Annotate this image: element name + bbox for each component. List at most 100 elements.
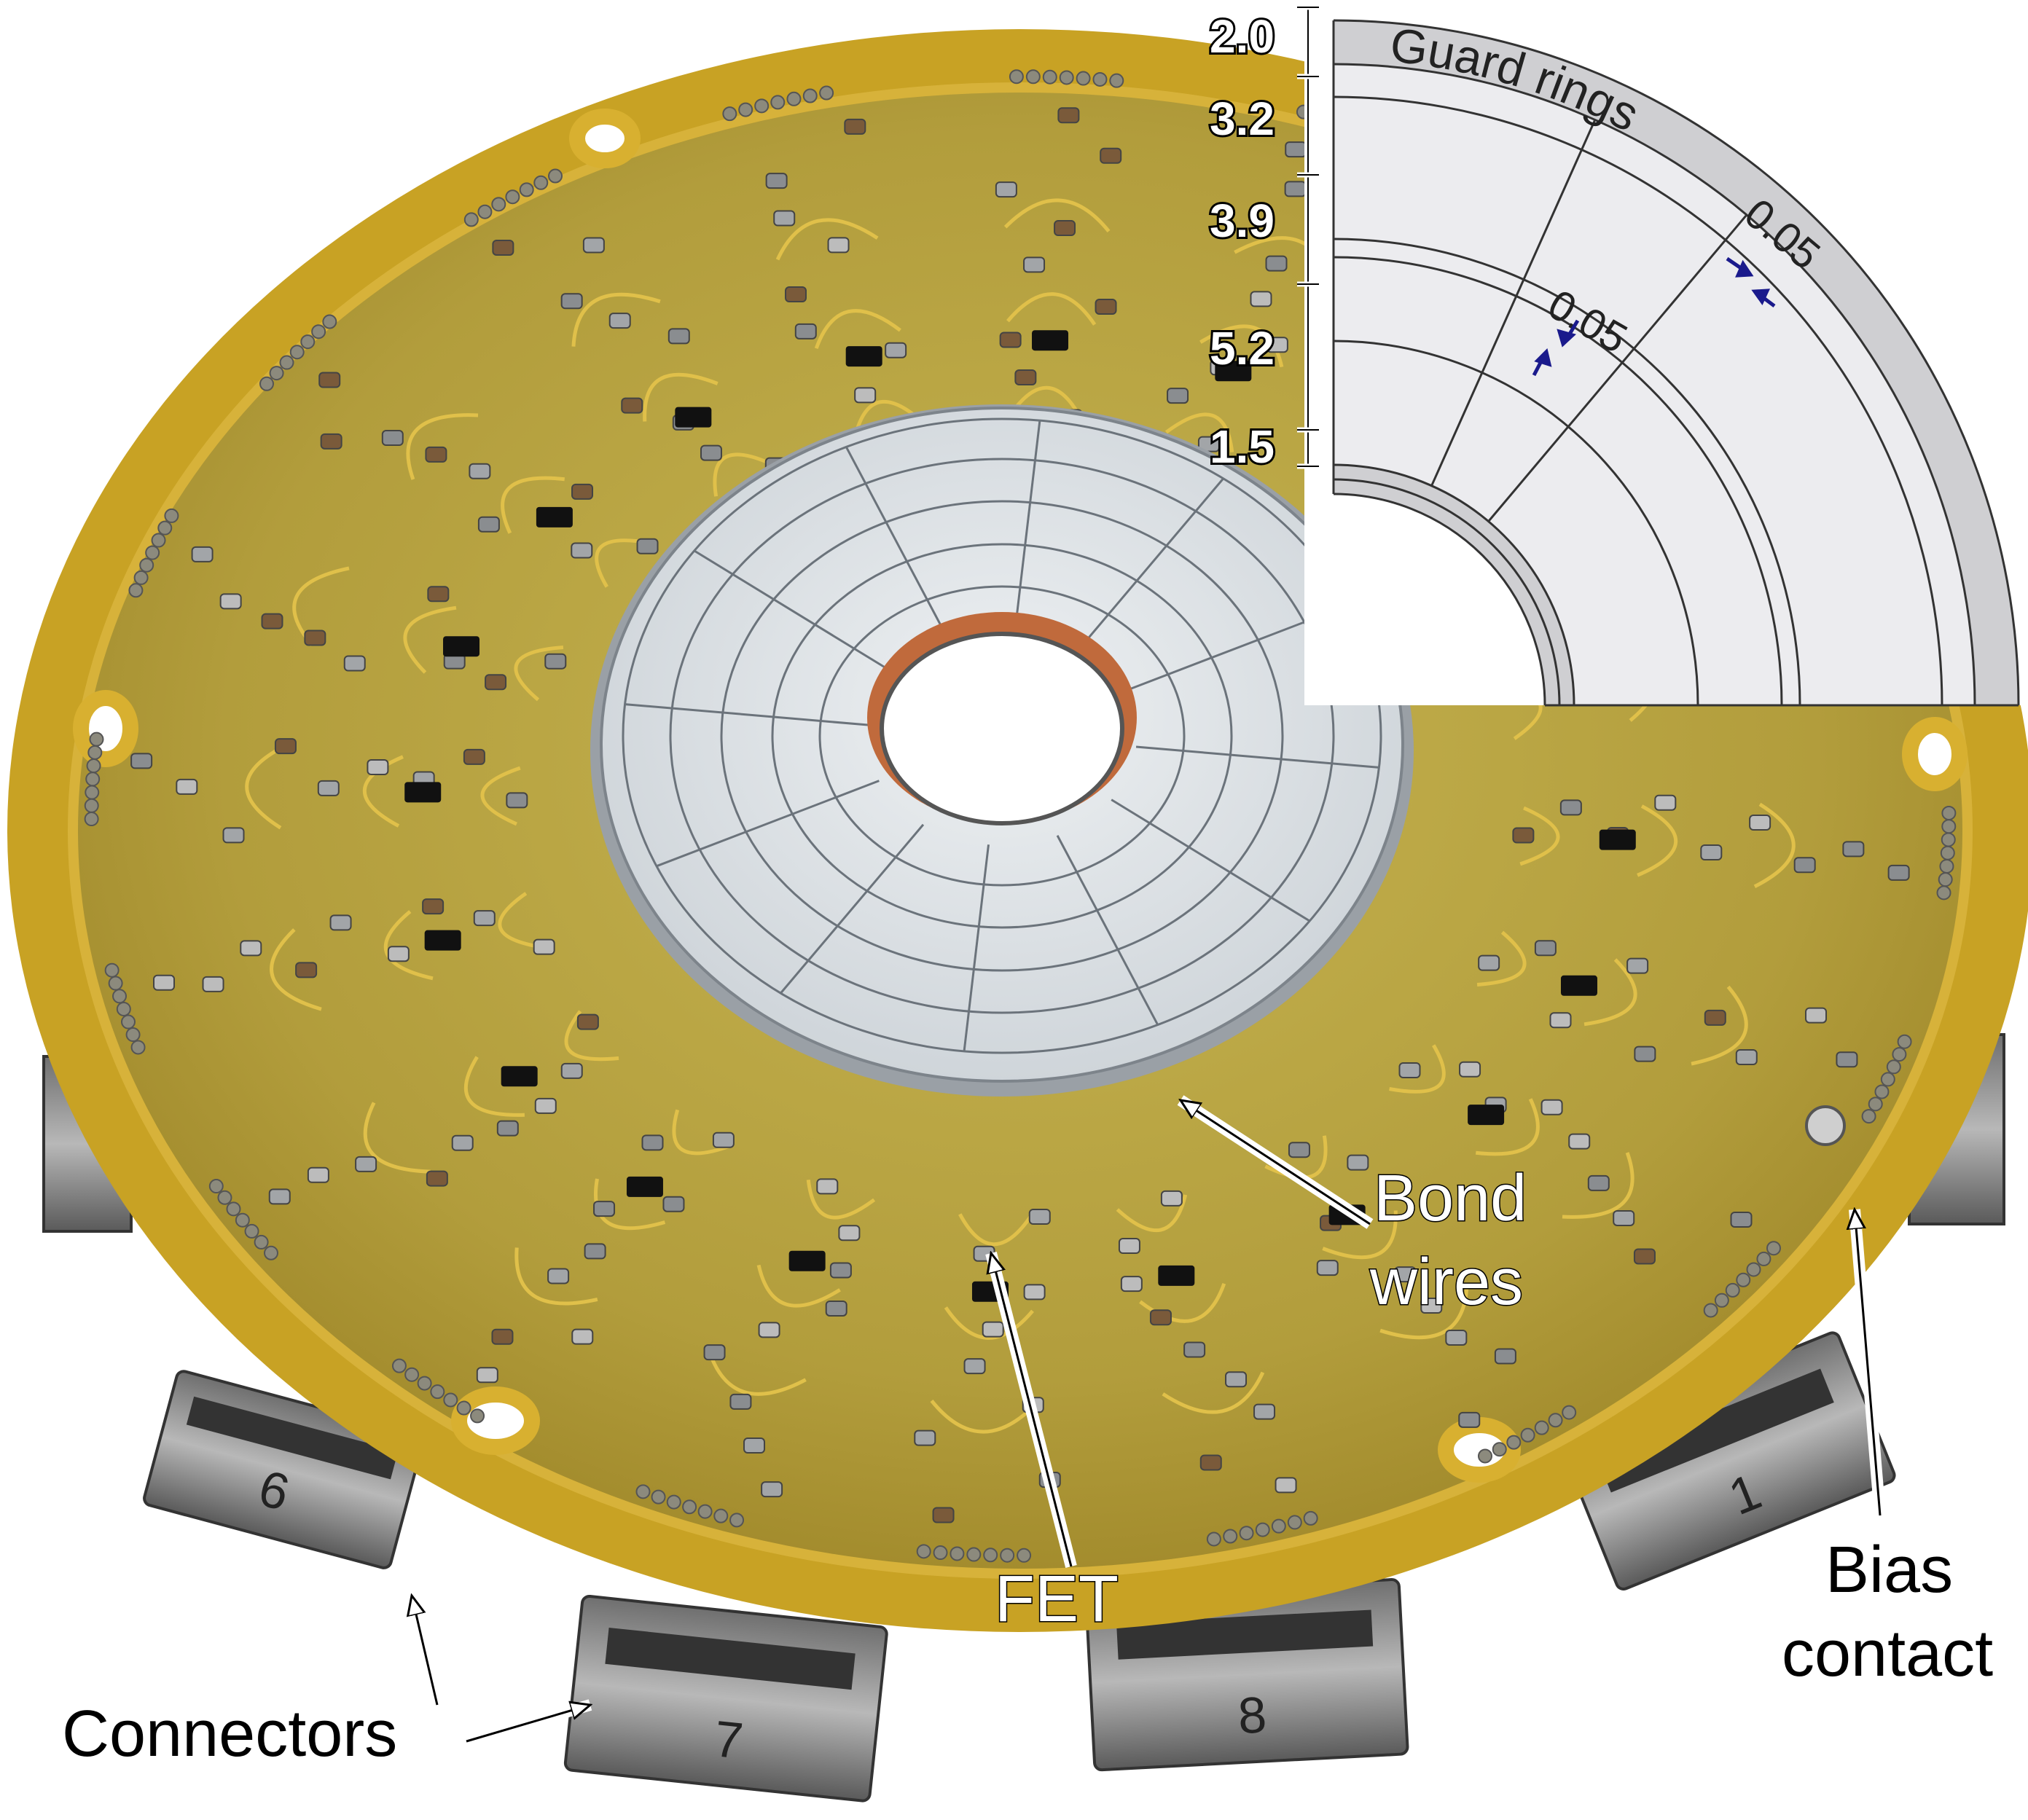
header-pin [87, 745, 103, 760]
header-pin [1941, 819, 1957, 834]
header-pin [89, 731, 104, 747]
smd-component [1250, 291, 1272, 307]
smd-component [304, 629, 326, 646]
smd-component [496, 1120, 519, 1137]
header-pin [164, 508, 179, 523]
pcb-trace [498, 892, 545, 949]
pcb-trace [1009, 385, 1082, 419]
header-pin [269, 366, 284, 381]
ring-arc [1333, 340, 1699, 706]
detector-segment-line [1135, 745, 1379, 769]
smd-component [547, 1268, 570, 1284]
fet-chip [626, 1176, 663, 1197]
pcb-trace [1753, 802, 1796, 889]
header-pin [786, 91, 802, 106]
header-pin [722, 106, 737, 122]
smd-component [885, 342, 907, 358]
pcb-trace [1389, 1044, 1446, 1094]
smd-component [268, 1188, 291, 1205]
pcb-trace [1583, 958, 1637, 1027]
header-pin [1009, 69, 1024, 85]
header-pin [738, 102, 753, 117]
header-pin [226, 1201, 241, 1217]
smd-component [1253, 1403, 1276, 1420]
smd-component [1749, 815, 1771, 831]
smd-component [1704, 1009, 1726, 1026]
header-pin [128, 583, 144, 598]
pcb-trace [514, 645, 564, 702]
bond-wires-label-line2: wires [1369, 1246, 1523, 1319]
header-pin [1303, 1510, 1318, 1526]
smd-component [317, 780, 340, 796]
smd-component [427, 586, 450, 603]
smd-component [191, 546, 214, 562]
header-pin [108, 976, 123, 991]
header-pin [133, 570, 149, 585]
header-pin [470, 1408, 485, 1424]
smd-component [1095, 299, 1117, 315]
smd-component [1568, 1133, 1591, 1150]
smd-component [571, 1328, 594, 1345]
pcb-trace [672, 1109, 733, 1156]
smd-component [1836, 1051, 1858, 1068]
dimension-scale: 2.0 3.2 3.9 5.2 1.5 [1207, 4, 1319, 475]
smd-component [295, 962, 318, 978]
smd-component [560, 293, 583, 310]
smd-component [999, 332, 1022, 348]
fet-chip [424, 930, 461, 951]
smd-component [1023, 256, 1046, 273]
smd-component [838, 1225, 861, 1242]
ring-arc [1333, 63, 1976, 706]
header-pin [112, 989, 128, 1004]
smd-component [825, 1300, 847, 1317]
dim-3-2: 3.2 [1210, 93, 1275, 145]
smd-component [1057, 107, 1080, 124]
smd-component [773, 210, 796, 227]
pcb-trace [1379, 1285, 1469, 1340]
smd-component [1549, 1012, 1572, 1029]
header-pin [666, 1494, 681, 1510]
smd-component [1398, 1062, 1421, 1078]
header-pin [533, 175, 549, 190]
gap-arrows [1532, 256, 1776, 377]
smd-component [318, 372, 341, 388]
header-pin [263, 1245, 278, 1260]
guard-band [1334, 20, 2019, 705]
smd-component [1540, 1099, 1563, 1115]
detector-segment-line [1111, 799, 1310, 922]
smd-component [1458, 1411, 1481, 1428]
fet-chip [1468, 1105, 1505, 1126]
header-pin [802, 88, 818, 103]
smd-component [844, 118, 866, 135]
fet-chip [404, 782, 442, 803]
smd-component [582, 237, 605, 254]
header-pin [463, 212, 479, 227]
smd-component [451, 1134, 474, 1151]
header-pin [151, 533, 166, 548]
smd-component [667, 328, 690, 345]
smd-component [743, 1437, 766, 1454]
header-pin [1880, 1072, 1895, 1087]
header-pin [983, 1548, 998, 1563]
ring-arc [1333, 478, 1561, 706]
pcb-trace [403, 605, 457, 674]
pcb-trace [406, 413, 479, 480]
header-pin [1534, 1420, 1549, 1435]
header-pin [391, 1358, 407, 1373]
detector-ring [622, 417, 1382, 1054]
connector-label-7: 7 [711, 1710, 745, 1770]
connector-label-8: 8 [1237, 1686, 1268, 1744]
header-pin [635, 1484, 651, 1499]
header-pin [477, 204, 493, 219]
smd-component [963, 1358, 986, 1375]
smd-component [381, 430, 404, 447]
dim-3-9: 3.9 [1210, 195, 1275, 247]
detector-segment-lines [622, 417, 1382, 1054]
detector-segment-line [1079, 477, 1224, 648]
header-pin [1059, 70, 1074, 85]
detector-ring [720, 500, 1284, 972]
smd-component [1394, 1266, 1417, 1283]
header-pin [235, 1212, 250, 1228]
connector-group: 6 7 8 1 [42, 1033, 2005, 1803]
